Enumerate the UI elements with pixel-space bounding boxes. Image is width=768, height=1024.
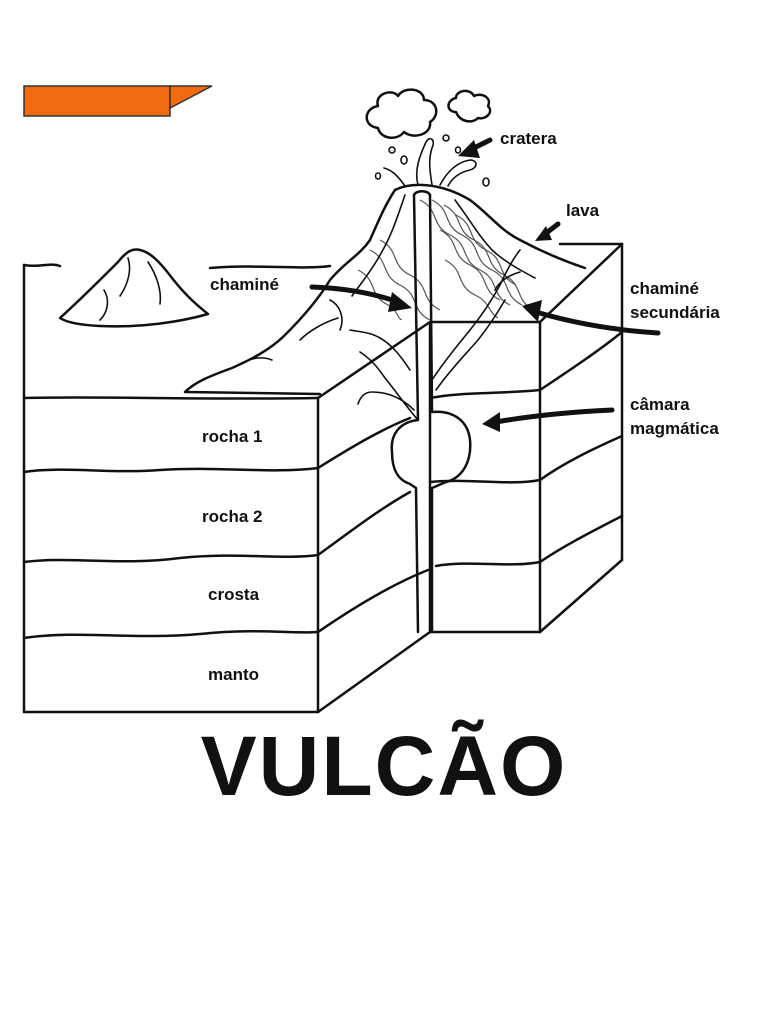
eruption-splash [374,134,490,187]
main-conduit [390,190,472,634]
label-crosta: crosta [208,585,260,604]
arrow-chamine [309,284,401,305]
label-rocha2: rocha 2 [202,507,262,526]
orange-tab [23,85,213,117]
volcano-cone [183,183,587,396]
rock-layers [22,330,624,640]
arrow-chamine-secundaria [533,309,661,336]
label-manto: manto [208,665,259,684]
smoke-clouds [365,88,492,140]
label-camara-line1: câmara [630,395,690,414]
pointer-arrows [309,137,661,432]
small-mountain [58,248,210,328]
label-camara-line2: magmática [630,419,719,438]
cone-hatching [357,199,535,320]
label-chamine: chaminé [210,275,279,294]
label-chamine-secundaria-line1: chaminé [630,279,699,298]
label-cratera: cratera [500,129,557,148]
diagram-title: VULCÃO [201,719,568,813]
earth-block [22,242,624,714]
label-lava: lava [566,201,600,220]
arrow-camara [493,407,615,425]
label-chamine-secundaria-line2: secundária [630,303,720,322]
secondary-conduits [349,249,521,421]
label-rocha1: rocha 1 [202,427,262,446]
